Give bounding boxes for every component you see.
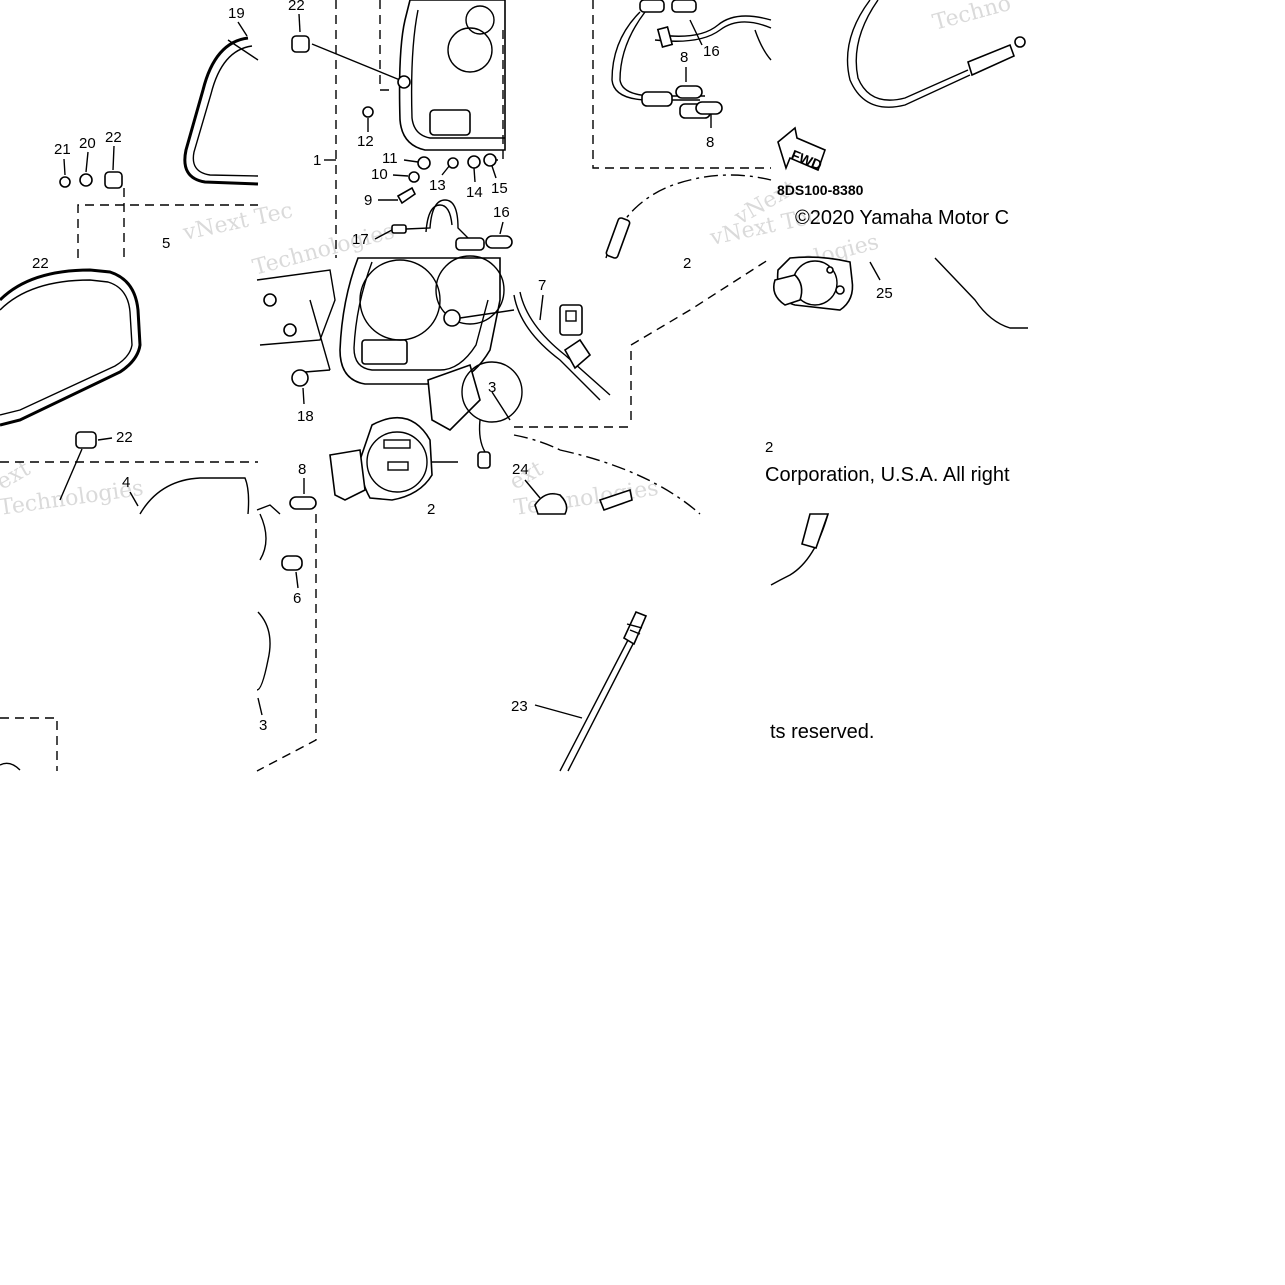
copyright-line-1: ©2020 Yamaha Motor C: [795, 207, 1009, 229]
callout-14: 14: [466, 184, 483, 201]
part-code: 8DS100-8380: [777, 182, 864, 198]
tile-top-right: 16 8 8: [592, 0, 772, 259]
callout-20: 20: [79, 135, 96, 152]
callout-22-top: 22: [288, 0, 305, 14]
callout-6: 6: [293, 590, 301, 607]
callout-8-right-b: 8: [706, 134, 714, 151]
tile-middle-far-right: 25 2 Corporation, U.S.A. All right: [765, 256, 1028, 486]
watermark: Techno: [930, 0, 1014, 36]
callout-24: 24: [512, 461, 529, 478]
callout-2-fragment: 2: [765, 439, 773, 456]
callout-13: 13: [429, 177, 446, 194]
callout-22-left: 22: [32, 255, 49, 272]
callout-7: 7: [538, 277, 546, 294]
callout-22: 22: [105, 129, 122, 146]
callout-1: 1: [313, 152, 321, 169]
callout-3: 3: [259, 717, 267, 734]
callout-8: 8: [298, 461, 306, 478]
callout-22-mid: 22: [116, 429, 133, 446]
callout-4: 4: [122, 474, 130, 491]
tile-top-center: 22 12 1 11 10 9 13 14 15: [288, 0, 513, 258]
callout-16-right: 16: [703, 43, 720, 60]
callout-11: 11: [382, 150, 398, 167]
callout-12: 12: [357, 133, 374, 150]
callout-21: 21: [54, 141, 71, 158]
callout-3-gauge: 3: [488, 379, 496, 396]
callout-15: 15: [491, 180, 508, 197]
callout-16: 16: [493, 204, 510, 221]
tile-bottom-center: 8 6 3: [256, 461, 317, 772]
callout-8-right-a: 8: [680, 49, 688, 66]
tile-bottom-right: 23: [511, 610, 648, 772]
callout-10: 10: [371, 166, 388, 183]
callout-23: 23: [511, 698, 528, 715]
callout-2-left: 2: [427, 501, 435, 518]
callout-25: 25: [876, 285, 893, 302]
callout-9: 9: [364, 192, 372, 209]
tile-middle-center: 18 2 3: [256, 255, 561, 518]
copyright-line-3: ts reserved.: [770, 721, 874, 743]
callout-5: 5: [162, 235, 170, 252]
tile-middle-left: 22 22 4: [0, 255, 258, 515]
tile-bottom-left: [0, 717, 58, 771]
watermark-group: vNext Tec vNext Tec Techno Techno Techno…: [0, 0, 1014, 521]
callout-19: 19: [228, 5, 245, 22]
callout-17: 17: [352, 231, 369, 248]
fwd-arrow-icon: FWD: [777, 126, 827, 173]
copyright-line-2: Corporation, U.S.A. All right: [765, 464, 1010, 486]
tile-far-right: FWD 8DS100-8380 ©2020 Yamaha Motor C: [777, 0, 1026, 229]
callout-2: 2: [683, 255, 691, 272]
tile-bottom-far-right: ts reserved.: [770, 513, 874, 743]
tile-top-left: 19 21 20 22 5: [54, 5, 259, 258]
tile-middle-right: 7 2 24: [512, 255, 772, 515]
callout-18: 18: [297, 408, 314, 425]
